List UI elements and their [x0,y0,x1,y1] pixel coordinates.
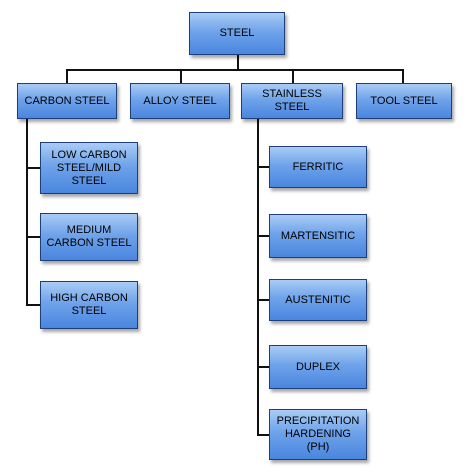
connector-root-down [237,55,239,70]
node-steel: STEEL [189,12,285,55]
connector-alloy-drop [180,69,182,85]
connector-ph-branch [257,434,269,436]
connector-category-bar [66,69,403,71]
node-ferritic: FERRITIC [269,146,367,188]
node-martensitic: MARTENSITIC [269,214,367,258]
node-austenitic: AUSTENITIC [269,279,367,321]
node-duplex: DUPLEX [269,345,367,389]
node-high-carbon-steel: HIGH CARBON STEEL [40,281,138,329]
node-alloy-steel: ALLOY STEEL [130,83,230,119]
connector-medium-branch [26,236,40,238]
node-stainless-steel: STAINLESS STEEL [241,83,343,119]
connector-martensitic-branch [257,235,269,237]
connector-ferritic-branch [257,166,269,168]
node-carbon-steel: CARBON STEEL [17,83,117,119]
connector-carbon-spine [26,118,28,306]
node-precipitation-hardening: PRECIPITATION HARDENING (PH) [269,409,367,460]
connector-carbon-drop [66,69,68,85]
connector-stainless-spine [257,118,259,435]
connector-austenitic-branch [257,299,269,301]
connector-stainless-drop [292,69,294,85]
node-low-carbon-steel: LOW CARBON STEEL/MILD STEEL [40,142,138,194]
connector-tool-drop [402,69,404,85]
node-medium-carbon-steel: MEDIUM CARBON STEEL [40,213,138,261]
node-tool-steel: TOOL STEEL [356,83,452,119]
connector-low-branch [26,167,40,169]
connector-high-branch [26,304,40,306]
connector-duplex-branch [257,366,269,368]
